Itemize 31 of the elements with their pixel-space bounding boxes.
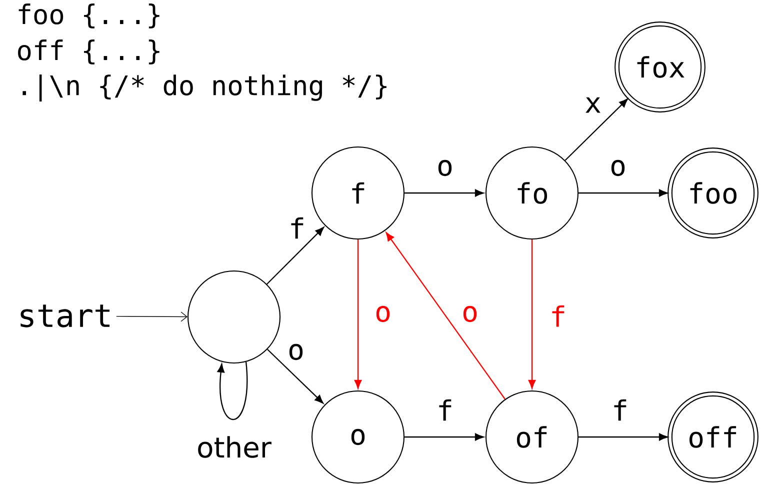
edge-label: x — [583, 96, 603, 114]
arrow — [578, 433, 668, 441]
edge-label: o — [286, 342, 306, 362]
arrow — [267, 348, 324, 404]
state-circle — [187, 270, 281, 364]
arrow — [217, 362, 248, 420]
code-line: .|\n {/* do nothing */} — [22, 74, 386, 102]
edge-label: o — [373, 304, 393, 324]
edge-label: o — [435, 158, 455, 178]
edge-label: o — [460, 304, 480, 324]
arrow — [354, 240, 362, 389]
arrow — [564, 98, 628, 161]
edge-label: other — [195, 434, 273, 460]
arrow — [404, 433, 484, 441]
arrow — [266, 226, 324, 285]
accepting-state: foo — [668, 148, 758, 238]
arrow — [404, 189, 484, 197]
arrow — [386, 232, 506, 400]
arrow — [578, 189, 668, 197]
accepting-state: off — [668, 392, 758, 482]
edge-label: f — [548, 304, 568, 328]
arrow — [116, 312, 188, 322]
start-label: start — [20, 304, 110, 328]
accepting-state: fox — [614, 22, 706, 112]
edge-label: f — [287, 216, 307, 240]
arrow — [528, 240, 536, 389]
edge-label: f — [435, 398, 455, 422]
edge-label: f — [610, 398, 630, 422]
code-line: foo {...} — [18, 4, 160, 28]
code-line: off {...} — [18, 40, 160, 64]
edge-label: o — [608, 158, 628, 178]
